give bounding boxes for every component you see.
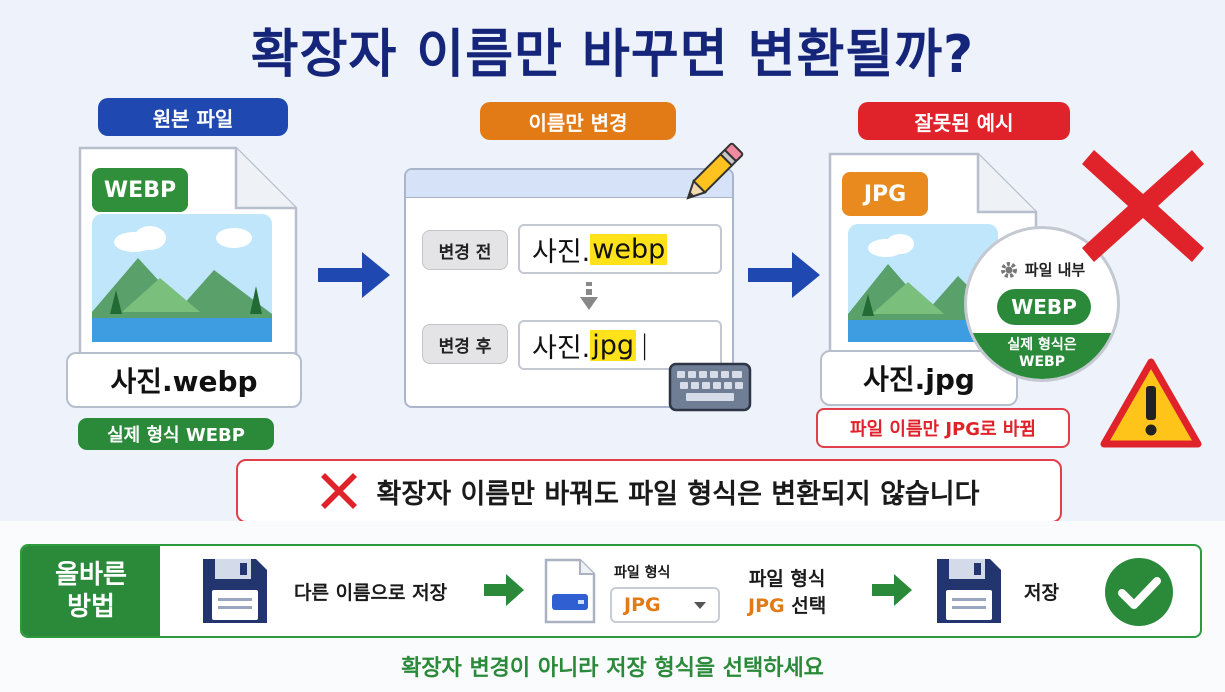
- wrong-caption: 파일 이름만 JPG로 바뀜: [816, 408, 1070, 448]
- format-dropdown-value: JPG: [624, 594, 661, 616]
- before-filename-field: 사진.webp: [518, 224, 722, 274]
- save-as-text: 다른 이름으로 저장: [294, 582, 448, 604]
- after-label: 변경 후: [422, 324, 508, 364]
- text-cursor: |: [640, 329, 650, 361]
- original-file-document: WEBP 사진.webp: [66, 146, 302, 408]
- before-extension: webp: [590, 233, 668, 265]
- wrong-file-document: JPG 사진.jpg: [820, 152, 1040, 408]
- original-filename: 사진.webp: [66, 352, 302, 408]
- original-real-format-caption: 실제 형식 WEBP: [78, 418, 274, 450]
- window-titlebar: [406, 170, 732, 198]
- banner-x-icon: [320, 473, 357, 509]
- page-title: 확장자 이름만 바꾸면 변환될까?: [250, 25, 975, 85]
- after-filename-field[interactable]: 사진.jpg|: [518, 320, 722, 370]
- before-filename-base: 사진.: [532, 236, 591, 268]
- keyboard-icon: [668, 362, 752, 412]
- chevron-down-icon: [694, 602, 706, 609]
- file-inside-title: 파일 내부: [1024, 261, 1086, 279]
- select-format-rest: 선택: [784, 594, 827, 617]
- after-extension: jpg: [590, 329, 637, 361]
- wrong-example-label: 잘못된 예시: [858, 102, 1070, 140]
- correct-method-tag: 올바른 방법: [22, 546, 160, 636]
- check-circle-icon: [1105, 558, 1173, 626]
- after-filename-base: 사진.: [532, 332, 591, 364]
- banner-text: 확장자 이름만 바꿔도 파일 형식은 변환되지 않습니다: [376, 478, 980, 510]
- format-label: 파일 형식: [614, 565, 671, 581]
- save-disk-icon: [203, 559, 267, 623]
- footer-tip: 확장자 변경이 아니라 저장 형식을 선택하세요: [401, 656, 824, 681]
- jpg-format-tag: JPG: [842, 172, 928, 216]
- save-text: 저장: [1024, 582, 1059, 604]
- green-arrow-icon: [484, 574, 524, 606]
- big-x-icon: [1082, 150, 1204, 262]
- arrow-right-icon: [318, 252, 390, 298]
- green-arrow-icon-2: [872, 574, 912, 606]
- arrow-down-icon: [580, 282, 598, 310]
- before-label: 변경 전: [422, 230, 508, 270]
- method-tag-line2: 방법: [67, 592, 115, 622]
- rename-only-label: 이름만 변경: [480, 102, 676, 140]
- inner-webp-tag: WEBP: [997, 289, 1091, 325]
- select-format-text: 파일 형식 JPG 선택: [748, 566, 826, 619]
- select-format-jpg: JPG: [748, 594, 785, 617]
- format-dropdown[interactable]: JPG: [610, 587, 720, 623]
- warning-banner: 확장자 이름만 바꿔도 파일 형식은 변환되지 않습니다: [236, 459, 1062, 523]
- save-disk-icon-2: [937, 559, 1001, 623]
- arrow-right-icon-2: [748, 252, 820, 298]
- inner-caption-line1: 실제 형식은: [1007, 337, 1077, 353]
- inner-caption-line2: WEBP: [1019, 353, 1065, 370]
- file-icon: [544, 558, 596, 624]
- pencil-icon: [686, 142, 744, 200]
- method-tag-line1: 올바른: [55, 559, 127, 590]
- original-file-label: 원본 파일: [98, 98, 288, 136]
- select-format-line1: 파일 형식: [748, 568, 826, 590]
- warning-icon: [1100, 358, 1202, 448]
- webp-format-tag: WEBP: [92, 168, 188, 212]
- gear-icon: [1000, 261, 1017, 278]
